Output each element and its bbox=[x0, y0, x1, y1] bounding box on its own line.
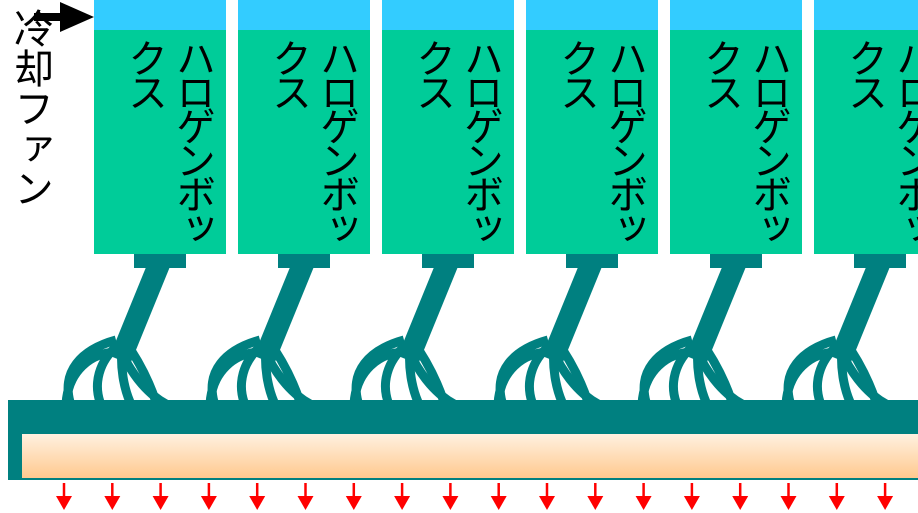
arrow-down-icon bbox=[297, 483, 314, 510]
fiber-bundles bbox=[61, 252, 906, 408]
plate-diffuser bbox=[22, 434, 918, 478]
arrow-down-icon bbox=[490, 483, 507, 510]
light-output-arrows bbox=[56, 483, 894, 510]
box-cap bbox=[526, 0, 658, 30]
halogen-box-5: ハロゲンボックス bbox=[670, 0, 802, 254]
fiber-connector bbox=[566, 252, 618, 268]
halogen-box-4: ハロゲンボックス bbox=[526, 0, 658, 254]
fan-arrow-icon bbox=[34, 2, 94, 32]
fiber-bundle-6 bbox=[781, 252, 906, 408]
halogen-box-2: ハロゲンボックス bbox=[238, 0, 370, 254]
fiber-bundle-1 bbox=[61, 252, 186, 408]
fiber-connector bbox=[422, 252, 474, 268]
box-cap bbox=[814, 0, 918, 30]
arrow-down-icon bbox=[732, 483, 749, 510]
arrow-down-icon bbox=[828, 483, 845, 510]
fiber-loop bbox=[781, 347, 839, 405]
arrow-down-icon bbox=[394, 483, 411, 510]
halogen-box-3: ハロゲンボックス bbox=[382, 0, 514, 254]
halogen-box-6: ハロゲンボックス bbox=[814, 0, 918, 254]
arrow-down-icon bbox=[442, 483, 459, 510]
box-cap bbox=[238, 0, 370, 30]
box-label: ハロゲンボックス bbox=[409, 38, 503, 242]
fiber-loop bbox=[349, 347, 407, 405]
arrow-down-icon bbox=[249, 483, 266, 510]
fiber-connector bbox=[134, 252, 186, 268]
fiber-connector bbox=[854, 252, 906, 268]
box-label: ハロゲンボックス bbox=[265, 38, 359, 242]
fiber-loop bbox=[61, 347, 119, 405]
arrow-down-icon bbox=[152, 483, 169, 510]
arrow-down-icon bbox=[104, 483, 121, 510]
box-label: ハロゲンボックス bbox=[553, 38, 647, 242]
arrow-down-icon bbox=[780, 483, 797, 510]
fiber-loop bbox=[637, 347, 695, 405]
fiber-loop bbox=[205, 347, 263, 405]
fiber-loop bbox=[493, 347, 551, 405]
box-label: ハロゲンボックス bbox=[121, 38, 215, 242]
fiber-connector bbox=[710, 252, 762, 268]
arrow-down-icon bbox=[56, 483, 72, 510]
fiber-connector bbox=[278, 252, 330, 268]
arrow-down-icon bbox=[877, 483, 894, 510]
fiber-bundle-2 bbox=[205, 252, 330, 408]
box-cap bbox=[382, 0, 514, 30]
box-cap bbox=[670, 0, 802, 30]
fiber-bundle-3 bbox=[349, 252, 474, 408]
halogen-box-1: ハロゲンボックス bbox=[94, 0, 226, 254]
box-cap bbox=[94, 0, 226, 30]
arrow-down-icon bbox=[587, 483, 604, 510]
fiber-bundle-4 bbox=[493, 252, 618, 408]
fiber-bundle-5 bbox=[637, 252, 762, 408]
arrow-down-icon bbox=[635, 483, 652, 510]
arrow-down-icon bbox=[345, 483, 362, 510]
box-label: ハロゲンボックス bbox=[697, 38, 791, 242]
cooling-fan-label: 冷却ファン bbox=[7, 8, 53, 208]
arrow-down-icon bbox=[683, 483, 700, 510]
arrow-down-icon bbox=[539, 483, 555, 510]
box-label: ハロゲンボックス bbox=[841, 38, 918, 242]
arrow-down-icon bbox=[200, 483, 217, 510]
irradiation-plate bbox=[8, 400, 918, 480]
